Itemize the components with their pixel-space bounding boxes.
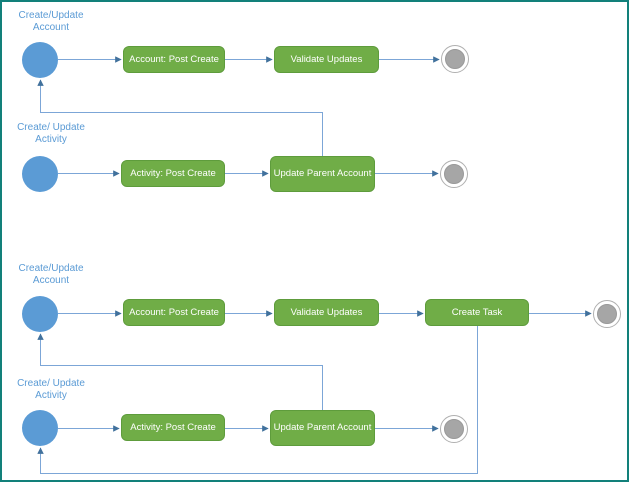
- task-activity-post-create-2: Activity: Post Create: [121, 414, 225, 441]
- end-node-activity-1: [440, 160, 468, 188]
- task-validate-updates-2: Validate Updates: [274, 299, 379, 326]
- task-label: Update Parent Account: [273, 422, 372, 433]
- end-node-inner: [444, 419, 464, 439]
- end-node-inner: [597, 304, 617, 324]
- task-label: Activity: Post Create: [130, 421, 216, 433]
- task-update-parent-account-1: Update Parent Account: [270, 156, 375, 192]
- task-label: Activity: Post Create: [130, 167, 216, 179]
- task-label: Validate Updates: [290, 53, 363, 65]
- trigger-label-activity-2: Create/ Update Activity: [4, 378, 98, 402]
- start-node-account-2: [22, 296, 58, 332]
- trigger-label-line: Create/ Update: [17, 122, 85, 133]
- conn-f2-create-task-to-start-activity-feedback: [37, 326, 478, 474]
- task-label: Update Parent Account: [273, 168, 372, 179]
- conn-f2-update-parent-to-start-account-feedback: [37, 333, 323, 410]
- trigger-label-activity-1: Create/ Update Activity: [4, 122, 98, 146]
- end-node-account-2: [593, 300, 621, 328]
- start-node-account-1: [22, 42, 58, 78]
- start-node-activity-1: [22, 156, 58, 192]
- trigger-label-line: Create/Update: [18, 10, 84, 21]
- trigger-label-line: Create/ Update: [17, 378, 85, 389]
- end-node-activity-2: [440, 415, 468, 443]
- end-node-inner: [444, 164, 464, 184]
- end-node-account-1: [441, 45, 469, 73]
- task-update-parent-account-2: Update Parent Account: [270, 410, 375, 446]
- task-label: Account: Post Create: [129, 306, 219, 318]
- task-label: Validate Updates: [290, 306, 363, 318]
- task-create-task-2: Create Task: [425, 299, 529, 326]
- conn-f1-update-parent-to-start-account-feedback: [37, 79, 323, 156]
- task-account-post-create-1: Account: Post Create: [123, 46, 225, 73]
- trigger-label-line: Activity: [35, 134, 67, 145]
- task-label: Create Task: [451, 306, 503, 318]
- trigger-label-line: Account: [32, 22, 70, 33]
- trigger-label-account-2: Create/Update Account: [4, 263, 98, 287]
- task-account-post-create-2: Account: Post Create: [123, 299, 225, 326]
- start-node-activity-2: [22, 410, 58, 446]
- end-node-inner: [445, 49, 465, 69]
- task-label: Account: Post Create: [129, 53, 219, 65]
- task-activity-post-create-1: Activity: Post Create: [121, 160, 225, 187]
- trigger-label-line: Create/Update: [18, 263, 84, 274]
- trigger-label-line: Account: [32, 275, 70, 286]
- trigger-label-account-1: Create/Update Account: [4, 10, 98, 34]
- trigger-label-line: Activity: [35, 390, 67, 401]
- task-validate-updates-1: Validate Updates: [274, 46, 379, 73]
